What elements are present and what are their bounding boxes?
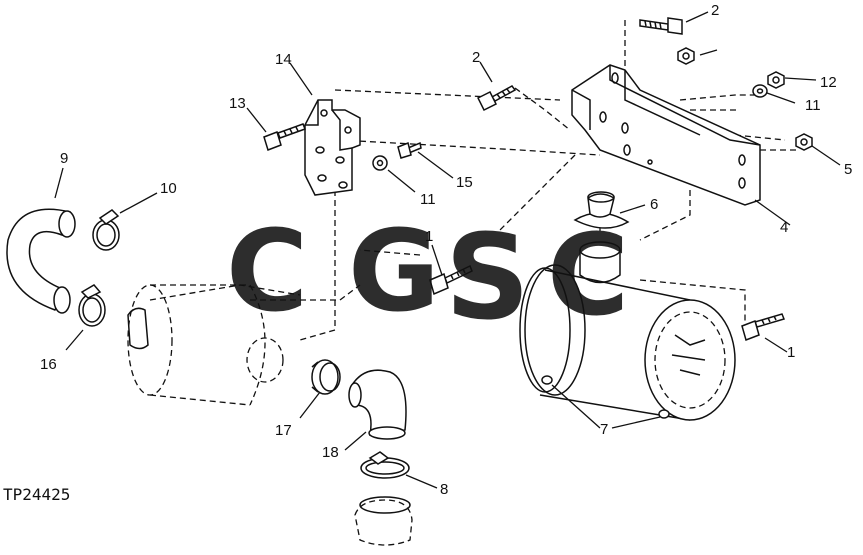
callout-16: 16 <box>40 356 57 373</box>
callout-12: 12 <box>820 74 837 91</box>
washer-left <box>372 155 388 171</box>
callout-2-left: 2 <box>472 49 480 66</box>
callout-10: 10 <box>160 180 177 197</box>
watermark-letter-s: S <box>445 208 530 346</box>
callout-18: 18 <box>322 444 339 461</box>
callout-7: 7 <box>600 421 608 438</box>
nut-top <box>677 47 695 65</box>
mounting-bracket-right <box>571 64 761 206</box>
callout-6: 6 <box>650 196 658 213</box>
callout-9: 9 <box>60 150 68 167</box>
callout-14: 14 <box>275 51 292 68</box>
hose-clamp-upper <box>92 209 120 251</box>
stud-bolt <box>397 141 422 159</box>
callout-13: 13 <box>229 95 246 112</box>
hose-clamp-lower <box>78 284 106 327</box>
callout-1-center: 1 <box>425 228 433 245</box>
rubber-elbow <box>348 369 407 440</box>
watermark-logo: C G S C <box>226 207 629 346</box>
air-cleaner-canister <box>519 241 736 421</box>
callout-11-right: 11 <box>805 97 821 114</box>
washer-right <box>752 84 768 98</box>
band-clamp <box>360 451 410 479</box>
phantom-air-cleaner <box>127 284 284 406</box>
watermark-letter-g: G <box>348 207 440 337</box>
callout-2-top: 2 <box>711 2 719 19</box>
bolt-left-bracket <box>263 123 306 151</box>
rubber-cap <box>573 191 630 229</box>
callout-8: 8 <box>440 481 448 498</box>
callout-labels: 2 2 14 12 13 11 5 9 15 10 11 6 4 1 1 16 … <box>40 2 852 498</box>
lock-nut-right <box>767 71 785 89</box>
watermark-letter-c1: C <box>226 207 308 337</box>
figure-code: TP24425 <box>3 485 70 504</box>
bolt-clamp-center <box>429 264 473 296</box>
callout-17: 17 <box>275 422 292 439</box>
bolt-top-right <box>639 17 683 35</box>
coupling-ring <box>311 359 341 395</box>
bolt-upper-left <box>476 85 517 112</box>
elbow-hose <box>6 208 76 314</box>
nut-right <box>795 133 813 151</box>
callout-4: 4 <box>780 219 788 236</box>
callout-5: 5 <box>844 161 852 178</box>
bolt-clamp-right <box>741 313 786 341</box>
mounting-bracket-left <box>304 99 361 196</box>
callout-11-left: 11 <box>420 191 436 208</box>
callout-15: 15 <box>456 174 473 191</box>
watermark-letter-c2: C <box>547 211 629 341</box>
callout-leaders <box>54 11 841 489</box>
callout-1-right: 1 <box>787 344 795 361</box>
intake-pipe <box>354 496 413 546</box>
